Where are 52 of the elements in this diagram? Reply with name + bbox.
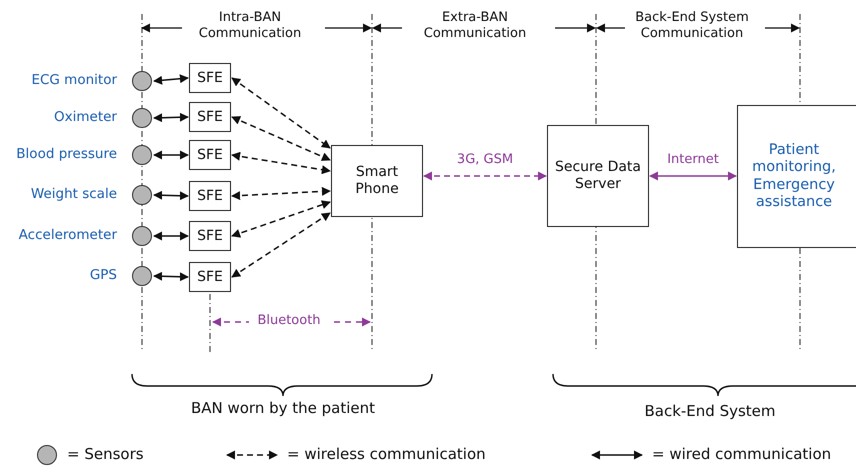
box-label: SFE	[196, 268, 224, 286]
sensor-circle	[132, 108, 152, 128]
box-label: Smart Phone	[354, 164, 400, 198]
sensor-label: GPS	[90, 267, 117, 283]
connector-arrow	[231, 116, 331, 161]
sensor-label: Oximeter	[54, 109, 117, 125]
connector-arrow	[231, 77, 331, 149]
process-box	[189, 221, 231, 251]
box-label: SFE	[196, 228, 224, 244]
process-box	[189, 140, 231, 170]
box-label: SFE	[196, 188, 224, 204]
sensor-circle	[132, 185, 152, 205]
group-label: BAN worn by the patient	[190, 399, 376, 418]
sensor-label: Accelerometer	[18, 227, 117, 243]
sensor-circle	[132, 266, 152, 286]
connector-arrow	[153, 232, 189, 240]
connector-arrow	[231, 186, 331, 200]
group-label: Back-End System	[643, 402, 777, 421]
section-heading: Intra-BAN Communication	[198, 10, 302, 42]
box-label: Secure Data Server	[554, 159, 642, 193]
legend-label: = wireless communication	[287, 445, 486, 463]
box-label: SFE	[196, 146, 224, 164]
connector-arrow	[231, 200, 331, 238]
connector-arrow	[649, 172, 737, 180]
legend-label: = Sensors	[67, 445, 144, 463]
connector-arrow	[153, 74, 189, 85]
connector-arrow	[153, 150, 189, 160]
connector-arrow	[153, 272, 189, 282]
sensor-circle	[132, 226, 152, 246]
box-label: SFE	[196, 108, 224, 126]
process-box	[189, 102, 231, 132]
box-label: SFE	[196, 70, 224, 86]
section-heading: Back-End System Communication	[634, 10, 750, 42]
connector-arrow	[153, 190, 189, 200]
connector-arrow	[231, 212, 331, 278]
process-box	[189, 262, 231, 292]
process-box	[331, 145, 423, 217]
sensor-label: Weight scale	[30, 186, 117, 202]
connector-arrow	[153, 112, 189, 122]
process-box	[737, 105, 856, 248]
connector-arrow	[423, 172, 547, 180]
sensor-circle	[132, 145, 152, 165]
sensor-label: ECG monitor	[31, 72, 117, 88]
sensor-label: Blood pressure	[16, 146, 117, 162]
process-box	[547, 125, 649, 227]
legend-label: = wired communication	[652, 445, 832, 463]
box-label: Patient monitoring, Emergency assistance	[751, 142, 837, 212]
section-heading: Extra-BAN Communication	[422, 10, 528, 42]
process-box	[189, 181, 231, 211]
connector-arrow	[231, 152, 331, 174]
sensor-circle	[132, 71, 152, 91]
process-box	[189, 63, 231, 93]
